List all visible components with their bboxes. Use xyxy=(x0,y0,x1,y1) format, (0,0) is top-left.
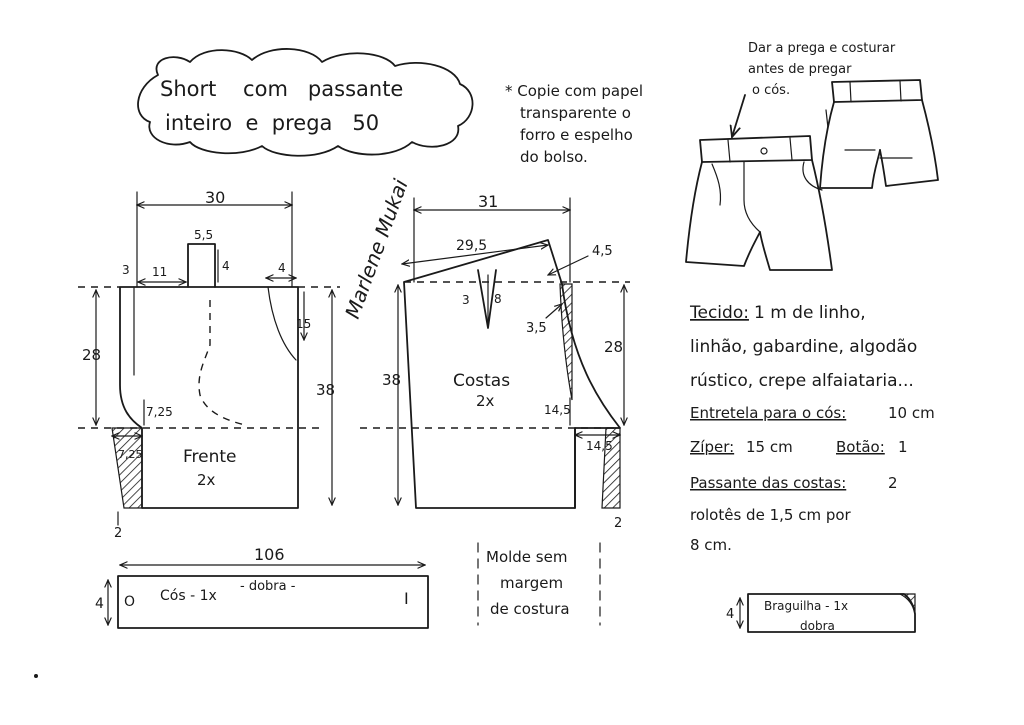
back-dart-length-label: 8 xyxy=(494,292,502,306)
back-width-label: 31 xyxy=(478,192,498,211)
back-dart-width-label: 3 xyxy=(462,293,470,307)
pleat-note: Dar a prega e costurar antes de pregar o… xyxy=(748,41,896,98)
front-width-label: 30 xyxy=(205,188,225,207)
front-hem-hatch-label: 2 xyxy=(114,526,122,541)
front-side-length-label: 38 xyxy=(316,381,335,399)
back-hem-hatch-label: 2 xyxy=(614,516,622,531)
front-right-offset-label: 4 xyxy=(278,261,286,275)
front-loop-offset-label: 11 xyxy=(152,265,167,279)
no-seam-line1: Molde sem xyxy=(486,548,567,566)
back-crotch-rise-label: 3,5 xyxy=(526,321,547,336)
waistband-height-label: 4 xyxy=(95,596,104,612)
title-line2: inteiro e prega 50 xyxy=(165,111,379,135)
front-crotch-ext-label: 7,25 xyxy=(118,448,143,461)
front-pocket-depth-label: 15 xyxy=(296,317,311,331)
copy-note-line1: * Copie com papel xyxy=(505,82,643,100)
copy-note: * Copie com papel transparente o forro e… xyxy=(505,82,643,166)
waistband-fold: - dobra - xyxy=(240,579,296,594)
zipper-label: Zíper: xyxy=(690,438,734,456)
pleat-note-line2: antes de pregar xyxy=(748,62,852,77)
interfacing-label: Entretela para o cós: xyxy=(690,404,846,422)
fabric-label: Tecido: xyxy=(689,303,749,323)
zipper-value: 15 cm xyxy=(746,438,793,456)
waistband-length-label: 106 xyxy=(254,545,285,564)
front-loop-height-label: 4 xyxy=(222,259,230,273)
back-crotch-height-label: 28 xyxy=(604,338,623,356)
materials-list: Tecido: 1 m de linho, linhão, gabardine,… xyxy=(689,303,935,554)
title-cloud: Short com passante inteiro e prega 50 xyxy=(137,48,474,157)
waistband-label: Cós - 1x xyxy=(160,588,217,604)
back-rise-label: 4,5 xyxy=(592,244,613,259)
back-piece: 31 29,5 4,5 3 8 3,5 28 38 14,5 14,5 2 Co… xyxy=(360,192,630,531)
front-count: 2x xyxy=(197,471,216,489)
button-value: 1 xyxy=(898,438,908,456)
interfacing-value: 10 cm xyxy=(888,404,935,422)
signature: Marlene Mukai xyxy=(340,176,413,322)
loop-label: Passante das costas: xyxy=(690,474,846,492)
loop-line3: 8 cm. xyxy=(690,536,732,554)
fly-fold: dobra xyxy=(800,619,835,633)
front-left-offset-label: 3 xyxy=(122,263,130,277)
no-seam-line3: de costura xyxy=(490,600,570,618)
shorts-front-illustration xyxy=(685,94,833,271)
waistband-piece: 106 4 O Cós - 1x - dobra - I xyxy=(95,545,429,629)
button-label: Botão: xyxy=(836,438,885,456)
loop-value: 2 xyxy=(888,474,898,492)
back-count: 2x xyxy=(476,392,495,410)
back-side-length-label: 38 xyxy=(382,371,401,389)
front-piece: 30 5,5 4 3 11 4 15 28 38 7,25 7,25 2 Fre… xyxy=(78,188,340,541)
loop-line2: rolotês de 1,5 cm por xyxy=(690,506,852,524)
fly-height-label: 4 xyxy=(726,607,734,622)
stray-mark xyxy=(34,674,38,678)
front-loop-width-label: 5,5 xyxy=(194,228,213,242)
waistband-buttonhole-mark: I xyxy=(404,589,409,608)
back-label: Costas xyxy=(453,371,510,391)
fabric-line2: linhão, gabardine, algodão xyxy=(690,337,917,357)
fabric-value: 1 m de linho, xyxy=(754,303,866,323)
copy-note-line2: transparente o xyxy=(520,104,631,122)
title-line1: Short com passante xyxy=(160,77,403,101)
no-seam-note: Molde sem margem de costura xyxy=(477,542,601,626)
pleat-note-line1: Dar a prega e costurar xyxy=(748,41,896,56)
pleat-note-line3: o cós. xyxy=(752,83,790,98)
waistband-button-mark: O xyxy=(124,594,135,610)
copy-note-line3: forro e espelho xyxy=(520,126,633,144)
front-label: Frente xyxy=(183,447,237,467)
back-crotch-ext-label: 14,5 xyxy=(586,439,613,453)
fabric-line3: rústico, crepe alfaiataria... xyxy=(690,371,914,391)
back-waist-label: 29,5 xyxy=(456,238,487,254)
fly-label: Braguilha - 1x xyxy=(764,599,848,613)
shorts-back-illustration xyxy=(819,79,939,189)
fly-piece: 4 Braguilha - 1x dobra xyxy=(726,593,916,633)
front-crotch-curve-label: 7,25 xyxy=(146,405,173,419)
copy-note-line4: do bolso. xyxy=(520,148,588,166)
back-crotch-curve-label: 14,5 xyxy=(544,403,571,417)
front-crotch-height-label: 28 xyxy=(82,346,101,364)
no-seam-line2: margem xyxy=(500,574,563,592)
